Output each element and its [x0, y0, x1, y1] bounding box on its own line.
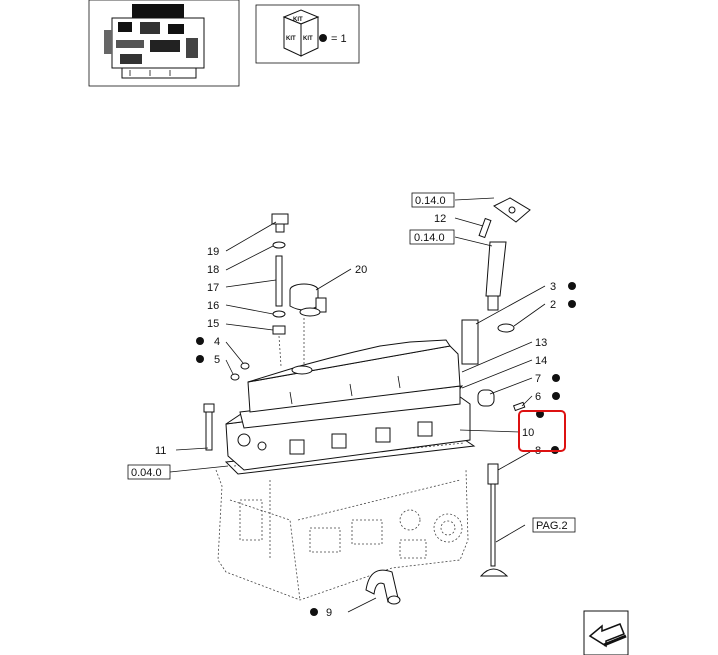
- kit-equals-text: = 1: [331, 33, 347, 45]
- callout-3: 3: [550, 281, 556, 293]
- injector-assembly: [461, 197, 531, 412]
- kit-label-left: KIT: [286, 36, 296, 42]
- kit-dot-icon: [568, 300, 576, 308]
- kit-dot-icon: [568, 282, 576, 290]
- kit-dot-icon: [196, 337, 204, 345]
- callout-18: 18: [207, 264, 219, 276]
- kit-dot-icon: [552, 392, 560, 400]
- small-washers: [230, 362, 250, 381]
- hose-part: [365, 569, 401, 605]
- breather-part: [289, 283, 327, 317]
- ref-block: 0.04.0: [131, 467, 162, 479]
- callout-7: 7: [535, 373, 541, 385]
- callout-15: 15: [207, 318, 219, 330]
- kit-dot-icon: [552, 374, 560, 382]
- ref-page: PAG.2: [536, 520, 568, 532]
- kit-dot-icon: [196, 355, 204, 363]
- callout-19: 19: [207, 246, 219, 258]
- engine-thumbnail: [88, 0, 240, 87]
- callout-14: 14: [535, 355, 547, 367]
- kit-dot-icon: [310, 608, 318, 616]
- engine-block-outline: [215, 469, 469, 601]
- callout-12: 12: [434, 213, 446, 225]
- callout-11: 11: [155, 445, 166, 457]
- next-page-arrow-icon[interactable]: [583, 610, 629, 655]
- kit-legend: KIT KIT KIT = 1: [255, 4, 360, 64]
- ref-top1: 0.14.0: [415, 195, 446, 207]
- callout-4: 4: [214, 336, 220, 348]
- callout-10: 10: [522, 427, 534, 439]
- callout-17: 17: [207, 282, 219, 294]
- kit-cube-icon: KIT KIT KIT: [282, 9, 320, 57]
- head-bolt: [203, 403, 215, 451]
- highlight-box: [518, 410, 566, 452]
- callout-13: 13: [535, 337, 547, 349]
- ref-top2: 0.14.0: [414, 232, 445, 244]
- stud-stack: [271, 213, 305, 367]
- callout-6: 6: [535, 391, 541, 403]
- callout-2: 2: [550, 299, 556, 311]
- rocker-cover: [239, 339, 461, 429]
- kit-dot-icon: [319, 34, 327, 42]
- kit-label-top: KIT: [293, 17, 303, 23]
- callout-20: 20: [355, 264, 367, 276]
- callout-9: 9: [326, 607, 332, 619]
- valve-part: [479, 463, 509, 577]
- reference-boxes: 0.14.0 0.14.0 0.04.0 PAG.2: [127, 192, 576, 533]
- kit-label-right: KIT: [303, 36, 313, 42]
- leader-lines: [169, 197, 546, 613]
- callout-5: 5: [214, 354, 220, 366]
- callout-16: 16: [207, 300, 219, 312]
